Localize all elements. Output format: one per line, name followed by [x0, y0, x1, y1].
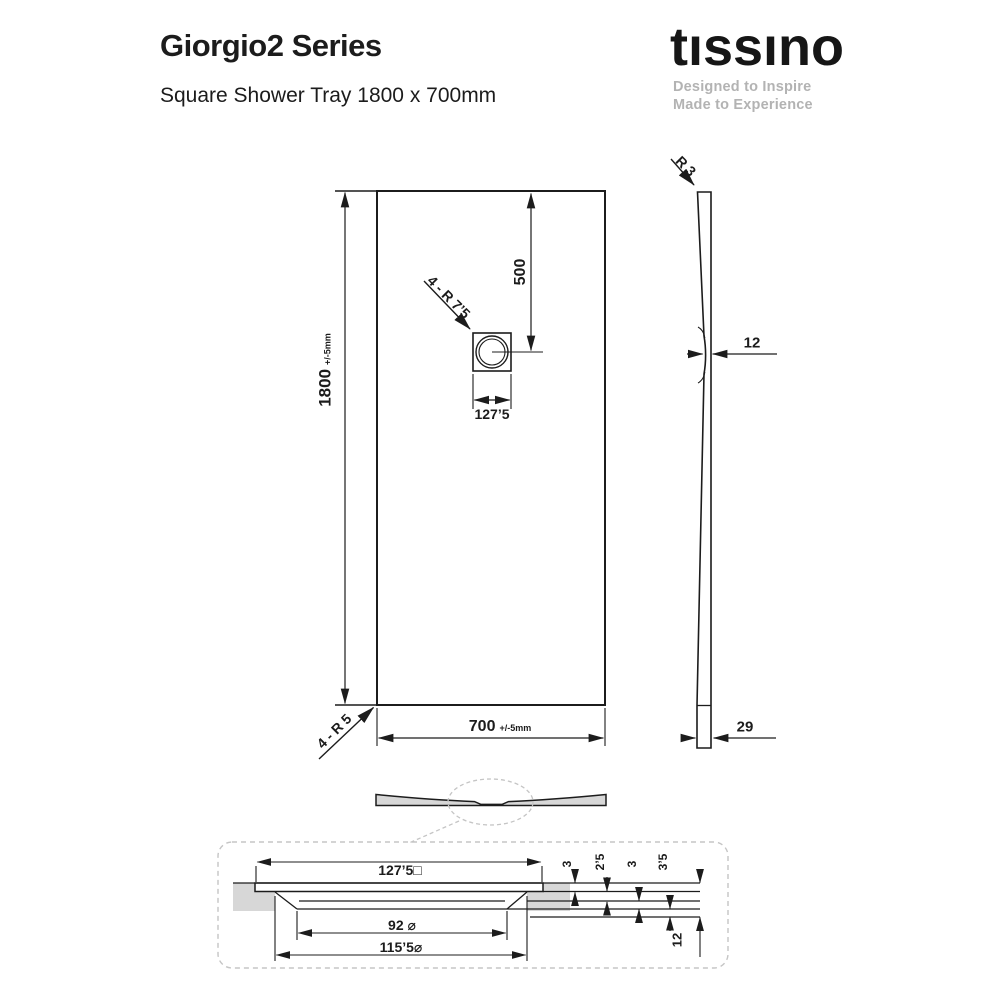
dim-label-width-700: 700+/-5mm [469, 719, 531, 735]
dim-label-edge-height-29: 29 [736, 718, 754, 736]
side-profile-view [670, 158, 777, 749]
page-title: Giorgio2 Series [160, 28, 382, 63]
detail-box [217, 841, 729, 969]
dim-label-flange-115-5: 115’5⌀ [379, 939, 423, 955]
dim-label-step-3: 3 [625, 860, 639, 868]
page-subtitle: Square Shower Tray 1800 x 700mm [160, 84, 497, 107]
dim-label-length-1800: 1800 +/-5mm [315, 333, 335, 407]
plan-view [318, 190, 606, 760]
detail-callout-circle [447, 778, 534, 826]
dim-value: 1800 [315, 368, 335, 407]
dim-label-step-1: 3 [560, 860, 574, 868]
dim-label-center-thickness-12: 12 [743, 334, 761, 352]
dim-tolerance: +/-5mm [322, 333, 333, 365]
cross-section-view [375, 778, 607, 844]
dim-label-step-4: 3’5 [656, 853, 670, 871]
dim-label-waste-hole-92: 92 ⌀ [388, 917, 416, 933]
dim-label-recess-square-127-5: 127’5□ [378, 862, 422, 878]
detail-leader-line [408, 820, 460, 844]
dim-value: 700 [468, 718, 496, 735]
dim-label-drain-square-127-5: 127’5 [474, 406, 510, 422]
brand-tagline-line1: Designed to Inspire [673, 79, 812, 95]
dim-label-drain-offset-500: 500 [512, 258, 529, 286]
dim-label-step-2: 2’5 [593, 853, 607, 871]
brand-tagline-line2: Made to Experience [673, 97, 813, 113]
brand-logo: tıssıno [670, 17, 845, 77]
drain-detail-view [217, 841, 729, 969]
dim-tolerance: +/-5mm [499, 723, 532, 733]
dim-label-total-depth-12: 12 [669, 932, 685, 948]
